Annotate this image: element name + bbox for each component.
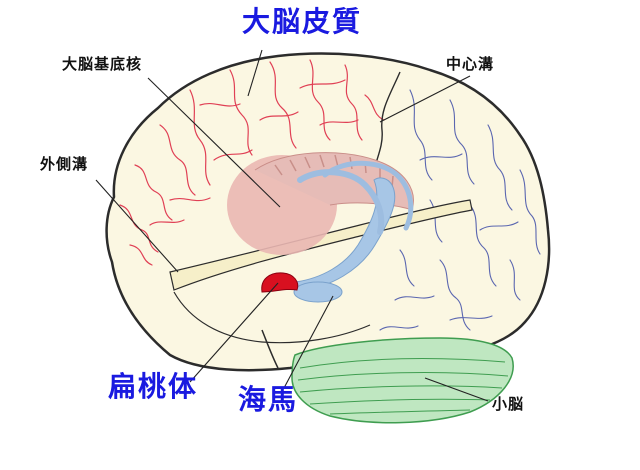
temporal-lobe-edge bbox=[173, 291, 371, 344]
fornix-upper-arc bbox=[322, 160, 414, 231]
hippocampus-tail bbox=[293, 281, 343, 303]
label-hippocampus: 海馬 bbox=[238, 383, 299, 416]
leader-basal-ganglia bbox=[147, 77, 281, 208]
amygdala-shape bbox=[261, 272, 299, 293]
label-lateral-sulcus: 外側溝 bbox=[40, 155, 89, 173]
leader-hippocampus bbox=[283, 295, 334, 389]
label-central-sulcus: 中心溝 bbox=[446, 55, 495, 73]
cerebellum-folia bbox=[297, 358, 509, 415]
leader-cerebellum bbox=[424, 377, 489, 402]
posterior-gyri bbox=[379, 89, 541, 331]
leader-amygdala bbox=[189, 282, 279, 383]
hippocampus-shape bbox=[295, 177, 396, 291]
leader-cerebral-cortex bbox=[247, 49, 263, 97]
label-cerebellum: 小脳 bbox=[492, 395, 525, 413]
fornix-arc bbox=[297, 169, 385, 235]
label-basal-ganglia: 大脳基底核 bbox=[62, 55, 143, 73]
label-cerebral-cortex: 大脳皮質 bbox=[242, 5, 363, 38]
frontal-gyri bbox=[119, 59, 385, 266]
leader-lateral-sulcus bbox=[95, 179, 179, 273]
leader-central-sulcus bbox=[379, 75, 471, 123]
brainstem bbox=[261, 329, 279, 369]
label-amygdala: 扁桃体 bbox=[108, 370, 199, 403]
leader-lines bbox=[95, 49, 489, 402]
cerebellum-shape bbox=[291, 337, 514, 424]
